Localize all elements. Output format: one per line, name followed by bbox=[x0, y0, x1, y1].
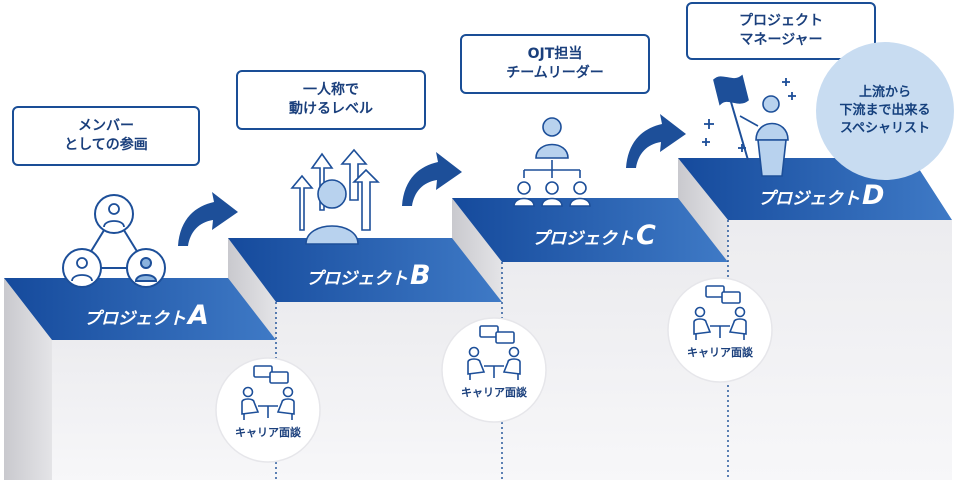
flag-person-icon bbox=[702, 74, 796, 177]
arrow-icon bbox=[626, 114, 686, 168]
role-label-d: プロジェクト マネージャー bbox=[686, 2, 876, 60]
team-network-icon bbox=[62, 194, 166, 288]
role-label-b: 一人称で 動けるレベル bbox=[236, 70, 426, 130]
career-interview-badge: キャリア面談 bbox=[441, 317, 547, 423]
step-a bbox=[4, 278, 276, 480]
role-label-a: メンバー としての参画 bbox=[12, 106, 200, 166]
arrow-icon bbox=[178, 192, 238, 246]
career-interview-label: キャリア面談 bbox=[235, 425, 302, 439]
growth-person-icon bbox=[290, 148, 380, 245]
meeting-icon bbox=[693, 285, 747, 340]
role-label-c: OJT担当 チームリーダー bbox=[460, 34, 650, 94]
career-interview-badge: キャリア面談 bbox=[667, 277, 773, 383]
team-leader-icon bbox=[513, 117, 591, 207]
career-interview-label: キャリア面談 bbox=[461, 385, 528, 399]
career-interview-label: キャリア面談 bbox=[687, 345, 754, 359]
meeting-icon bbox=[241, 365, 295, 420]
arrow-icon bbox=[402, 152, 462, 206]
meeting-icon bbox=[467, 325, 521, 380]
career-interview-badge: キャリア面談 bbox=[215, 357, 321, 463]
goal-bubble: 上流から 下流まで出来る スペシャリスト bbox=[816, 42, 954, 180]
